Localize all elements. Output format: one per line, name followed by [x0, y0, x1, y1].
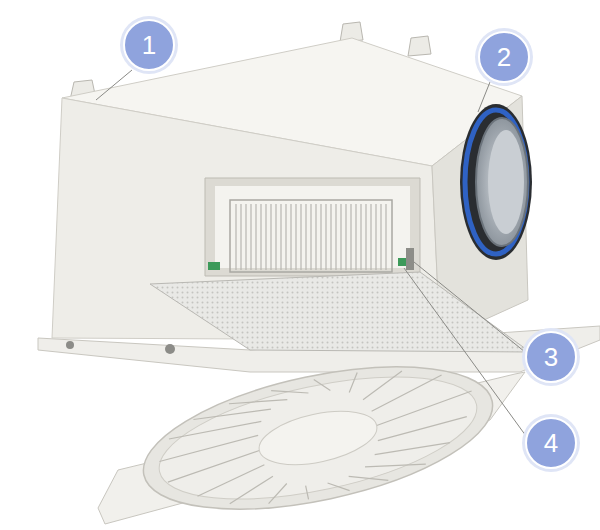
callout-number: 3	[544, 344, 558, 370]
filter-frame	[230, 200, 392, 272]
callout-circle	[120, 16, 580, 472]
callout-number: 2	[497, 44, 511, 70]
duct-spigot	[460, 104, 532, 260]
perforated-plate	[150, 272, 530, 352]
swirl-disc	[131, 340, 505, 530]
clamp	[208, 248, 414, 270]
leader-line	[96, 70, 526, 436]
filter-pleats	[236, 204, 386, 270]
cutout	[205, 178, 420, 276]
callout-number: 4	[544, 430, 558, 456]
screw	[66, 341, 175, 354]
callout-number: 1	[142, 32, 156, 58]
